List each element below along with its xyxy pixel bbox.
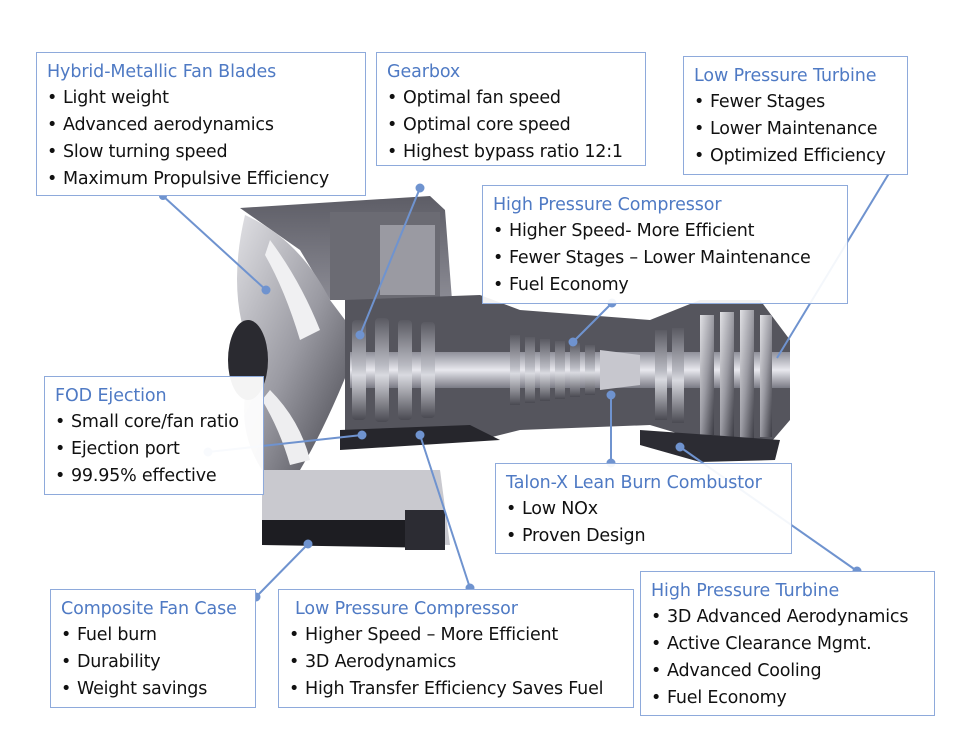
feature-item: Highest bypass ratio 12:1 — [387, 139, 635, 166]
feature-item: High Transfer Efficiency Saves Fuel — [289, 676, 623, 703]
feature-item: Light weight — [47, 85, 355, 112]
feature-item: Ejection port — [55, 436, 253, 463]
feature-list: Fewer Stages Lower Maintenance Optimized… — [694, 89, 897, 170]
callout-title: Talon-X Lean Burn Combustor — [506, 473, 762, 493]
callout-title: Low Pressure Compressor — [295, 599, 518, 619]
feature-list: Optimal fan speed Optimal core speed Hig… — [387, 85, 635, 166]
feature-item: Active Clearance Mgmt. — [651, 631, 924, 658]
callout-fod-ejection: FOD Ejection Small core/fan ratio Ejecti… — [44, 376, 264, 495]
feature-list: Higher Speed – More Efficient 3D Aerodyn… — [289, 622, 623, 703]
feature-item: 3D Aerodynamics — [289, 649, 623, 676]
callout-title: Composite Fan Case — [61, 599, 237, 619]
feature-item: Fewer Stages — [694, 89, 897, 116]
feature-item: Fuel Economy — [651, 685, 924, 712]
feature-item: Higher Speed – More Efficient — [289, 622, 623, 649]
turbine-stages — [655, 310, 772, 442]
feature-item: Fuel burn — [61, 622, 245, 649]
callout-high-pressure-compressor: High Pressure Compressor Higher Speed- M… — [482, 185, 848, 304]
feature-item: Optimized Efficiency — [694, 143, 897, 170]
callout-title: FOD Ejection — [55, 386, 167, 406]
callout-title: Gearbox — [387, 62, 461, 82]
feature-item: Durability — [61, 649, 245, 676]
callout-title: Low Pressure Turbine — [694, 66, 877, 86]
feature-list: Low NOx Proven Design — [506, 496, 781, 550]
feature-item: Fuel Economy — [493, 272, 837, 299]
feature-item: Low NOx — [506, 496, 781, 523]
combustor — [600, 350, 640, 390]
feature-item: 99.95% effective — [55, 463, 253, 490]
feature-item: Optimal core speed — [387, 112, 635, 139]
feature-item: Slow turning speed — [47, 139, 355, 166]
feature-item: Small core/fan ratio — [55, 409, 253, 436]
callout-low-pressure-compressor: Low Pressure Compressor Higher Speed – M… — [278, 589, 634, 708]
feature-item: Optimal fan speed — [387, 85, 635, 112]
feature-item: 3D Advanced Aerodynamics — [651, 604, 924, 631]
callout-high-pressure-turbine: High Pressure Turbine 3D Advanced Aerody… — [640, 571, 935, 716]
feature-list: Fuel burn Durability Weight savings — [61, 622, 245, 703]
feature-list: 3D Advanced Aerodynamics Active Clearanc… — [651, 604, 924, 712]
feature-item: Advanced Cooling — [651, 658, 924, 685]
feature-item: Proven Design — [506, 523, 781, 550]
callout-talon-x-combustor: Talon-X Lean Burn Combustor Low NOx Prov… — [495, 463, 792, 554]
high-pressure-compressor-stages — [510, 335, 595, 405]
callout-composite-fan-case: Composite Fan Case Fuel burn Durability … — [50, 589, 256, 708]
feature-item: Fewer Stages – Lower Maintenance — [493, 245, 837, 272]
feature-list: Small core/fan ratio Ejection port 99.95… — [55, 409, 253, 490]
callout-hybrid-metallic-fan-blades: Hybrid-Metallic Fan Blades Light weight … — [36, 52, 366, 196]
feature-item: Advanced aerodynamics — [47, 112, 355, 139]
callout-title: High Pressure Turbine — [651, 581, 840, 601]
callout-title: High Pressure Compressor — [493, 195, 722, 215]
callout-gearbox: Gearbox Optimal fan speed Optimal core s… — [376, 52, 646, 166]
feature-list: Light weight Advanced aerodynamics Slow … — [47, 85, 355, 193]
callout-low-pressure-turbine: Low Pressure Turbine Fewer Stages Lower … — [683, 56, 908, 175]
feature-list: Higher Speed- More Efficient Fewer Stage… — [493, 218, 837, 299]
feature-item: Maximum Propulsive Efficiency — [47, 166, 355, 193]
feature-item: Higher Speed- More Efficient — [493, 218, 837, 245]
low-pressure-compressor-stages — [352, 318, 435, 422]
feature-item: Weight savings — [61, 676, 245, 703]
feature-item: Lower Maintenance — [694, 116, 897, 143]
callout-title: Hybrid-Metallic Fan Blades — [47, 62, 277, 82]
